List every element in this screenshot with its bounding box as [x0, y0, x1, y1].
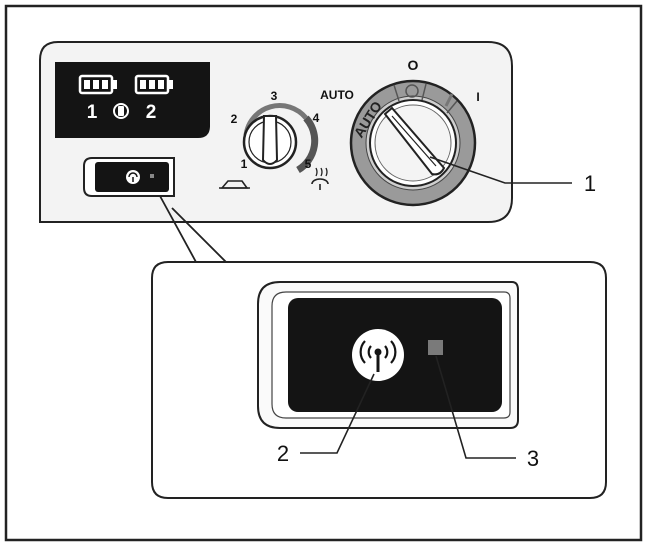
- battery-2-label: 2: [146, 102, 157, 123]
- vehicle-icon: [219, 180, 250, 189]
- steering-wheel-heat-icon: [311, 167, 329, 190]
- callout-2-label: 2: [277, 441, 289, 466]
- battery-icon: [134, 74, 173, 95]
- callout-1-label: 1: [584, 171, 596, 196]
- parking-heater-icon: [126, 170, 140, 184]
- callout-2-leader: [300, 373, 375, 454]
- temp-mark-3: 3: [271, 89, 278, 103]
- battery-display: 1 2: [55, 62, 210, 138]
- temp-mark-5: 5: [305, 157, 312, 171]
- mode-auto-label: AUTO: [320, 88, 354, 102]
- mode-dial[interactable]: AUTO AUTO O I: [320, 57, 480, 207]
- battery-icon: [78, 74, 117, 95]
- callout-3-label: 3: [527, 446, 539, 471]
- indicator-led: [428, 340, 443, 355]
- on-position-mark: [444, 93, 454, 107]
- callout-1-leader: [429, 156, 572, 184]
- temp-mark-1: 1: [241, 157, 248, 171]
- battery-1-label: 1: [87, 102, 98, 123]
- temp-mark-2: 2: [231, 112, 238, 126]
- parking-heater-button[interactable]: [83, 157, 175, 197]
- remote-signal-icon: [352, 329, 404, 381]
- remote-button[interactable]: [257, 281, 519, 429]
- mode-glyph-icon: [405, 84, 419, 98]
- temperature-dial[interactable]: 1 2 3 4 5: [231, 89, 320, 174]
- temp-mark-4: 4: [313, 111, 320, 125]
- small-indicator-led: [150, 174, 154, 178]
- battery-switch-icon: [113, 103, 129, 119]
- mode-on-label: I: [476, 90, 479, 104]
- mode-off-label: O: [408, 57, 419, 73]
- callout-3-leader: [435, 355, 516, 459]
